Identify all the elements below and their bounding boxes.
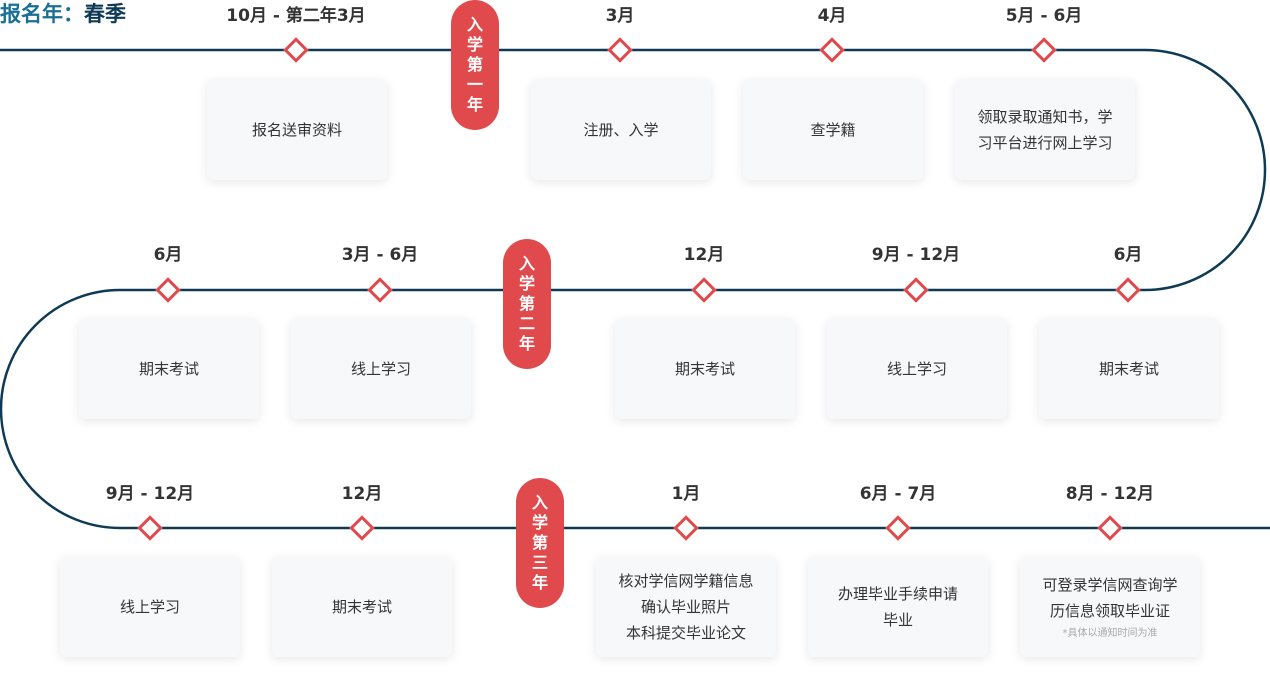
year-marker-2: 入 学 第 二 年 [503,239,551,369]
year-marker-char: 第 [518,294,535,313]
milestone-card: 报名送审资料 [207,80,387,180]
milestone-card: 期末考试 [79,319,259,419]
year-marker-1: 入 学 第 一 年 [451,0,499,130]
milestone-date: 3月 - 6月 [341,245,419,265]
milestone-text: 领取录取通知书，学 [977,108,1113,126]
milestone-date: 4月 [817,6,847,26]
year-marker-char: 年 [466,95,483,114]
milestone-card: 注册、入学 [531,80,711,180]
milestone-card: 领取录取通知书，学 习平台进行网上学习 [955,80,1135,180]
milestone-card: 期末考试 [1039,319,1219,419]
year-marker-char: 年 [518,334,535,353]
year-marker-char: 学 [466,35,483,54]
milestone-card: 办理毕业手续申请 毕业 [808,557,988,657]
milestone-card: 线上学习 [827,319,1007,419]
milestone-text: 习平台进行网上学习 [977,134,1113,152]
year-marker-char: 入 [518,254,535,273]
milestone-date: 10月 - 第二年3月 [226,6,366,26]
year-marker-char: 第 [466,55,483,74]
milestone-date: 3月 [605,6,635,26]
milestone-date: 9月 - 12月 [871,245,961,265]
milestone-text: 线上学习 [119,598,180,616]
milestone-date: 12月 [683,245,725,265]
year-marker-char: 学 [518,274,535,293]
milestone-text: 确认毕业照片 [640,598,731,616]
milestone-text: 线上学习 [886,360,947,378]
year-marker-char: 三 [531,553,548,572]
milestone-text: 毕业 [882,611,913,629]
milestone-text: 注册、入学 [583,121,659,139]
year-marker-char: 入 [466,15,483,34]
milestone-text: 办理毕业手续申请 [837,585,958,603]
milestone-text: 报名送审资料 [251,121,342,139]
milestone-card: 线上学习 [291,319,471,419]
milestone-card: 查学籍 [743,80,923,180]
milestone-date: 9月 - 12月 [105,484,195,504]
milestone-text: 期末考试 [1098,360,1159,378]
milestone-date: 6月 [153,245,183,265]
page-title: 报名年：春季 [0,0,126,28]
milestone-card: 期末考试 [615,319,795,419]
milestone-card: 可登录学信网查询学 历信息领取毕业证 *具体以通知时间为准 [1020,557,1200,657]
milestone-text: 线上学习 [350,360,411,378]
title-label: 报名年： [0,2,84,26]
milestone-text: 查学籍 [810,121,856,139]
title-season: 春季 [84,2,126,26]
milestone-date: 5月 - 6月 [1005,6,1083,26]
milestone-text: 可登录学信网查询学 [1042,576,1178,594]
year-marker-char: 第 [531,533,548,552]
milestone-text: 本科提交毕业论文 [625,624,746,642]
milestone-date: 6月 [1113,245,1143,265]
year-marker-char: 入 [531,493,548,512]
year-marker-char: 学 [531,513,548,532]
milestone-note: *具体以通知时间为准 [1062,628,1158,639]
milestone-text: 历信息领取毕业证 [1049,602,1170,620]
milestone-card: 线上学习 [60,557,240,657]
year-marker-3: 入 学 第 三 年 [516,478,564,608]
milestone-card: 期末考试 [272,557,452,657]
year-marker-char: 一 [466,75,483,94]
milestone-text: 期末考试 [674,360,735,378]
milestone-text: 期末考试 [331,598,392,616]
milestone-date: 12月 [341,484,383,504]
milestone-text: 期末考试 [138,360,199,378]
year-marker-char: 二 [518,314,535,333]
milestone-date: 6月 - 7月 [859,484,937,504]
milestone-card: 核对学信网学籍信息 确认毕业照片 本科提交毕业论文 [596,557,776,657]
milestone-date: 1月 [671,484,701,504]
milestone-text: 核对学信网学籍信息 [618,572,754,590]
milestone-date: 8月 - 12月 [1065,484,1155,504]
year-marker-char: 年 [531,573,548,592]
